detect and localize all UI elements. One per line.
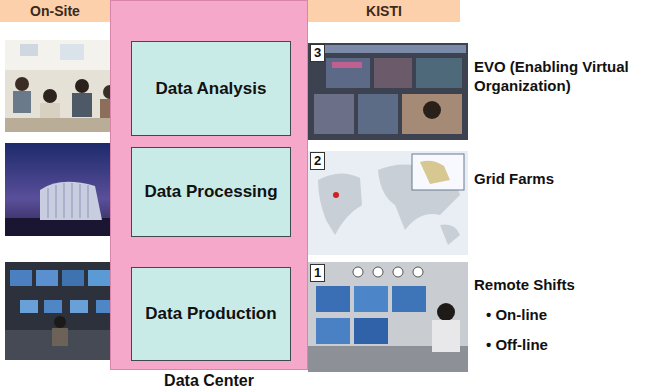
header-band: On-Site [0,0,110,22]
callout-number: 1 [310,264,325,282]
callout-number: 2 [310,152,325,170]
video-conference-photo [308,43,468,140]
data-center-band: Data CenterData AnalysisData ProcessingD… [110,0,308,370]
process-box: Data Production [131,267,291,361]
bullet-item: • Off-line [486,336,636,355]
process-box: Data Processing [131,147,291,237]
service-label: Grid Farms [474,170,640,189]
band-title: Data Center [111,372,307,390]
process-box: Data Analysis [131,41,291,136]
service-label: Remote Shifts [474,276,640,295]
bullet-item: • On-line [486,306,636,325]
remote-shift-photo [308,262,468,372]
node-text: KISTI [366,3,402,19]
node-text: Data Analysis [156,79,267,99]
node-text: Data Production [145,304,276,324]
node-text: Data Processing [144,182,277,202]
header-band: KISTI [308,0,460,22]
service-label: EVO (Enabling Virtual Organization) [474,58,640,96]
world-map [308,151,468,255]
node-text: On-Site [30,3,80,19]
callout-number: 3 [310,44,325,62]
